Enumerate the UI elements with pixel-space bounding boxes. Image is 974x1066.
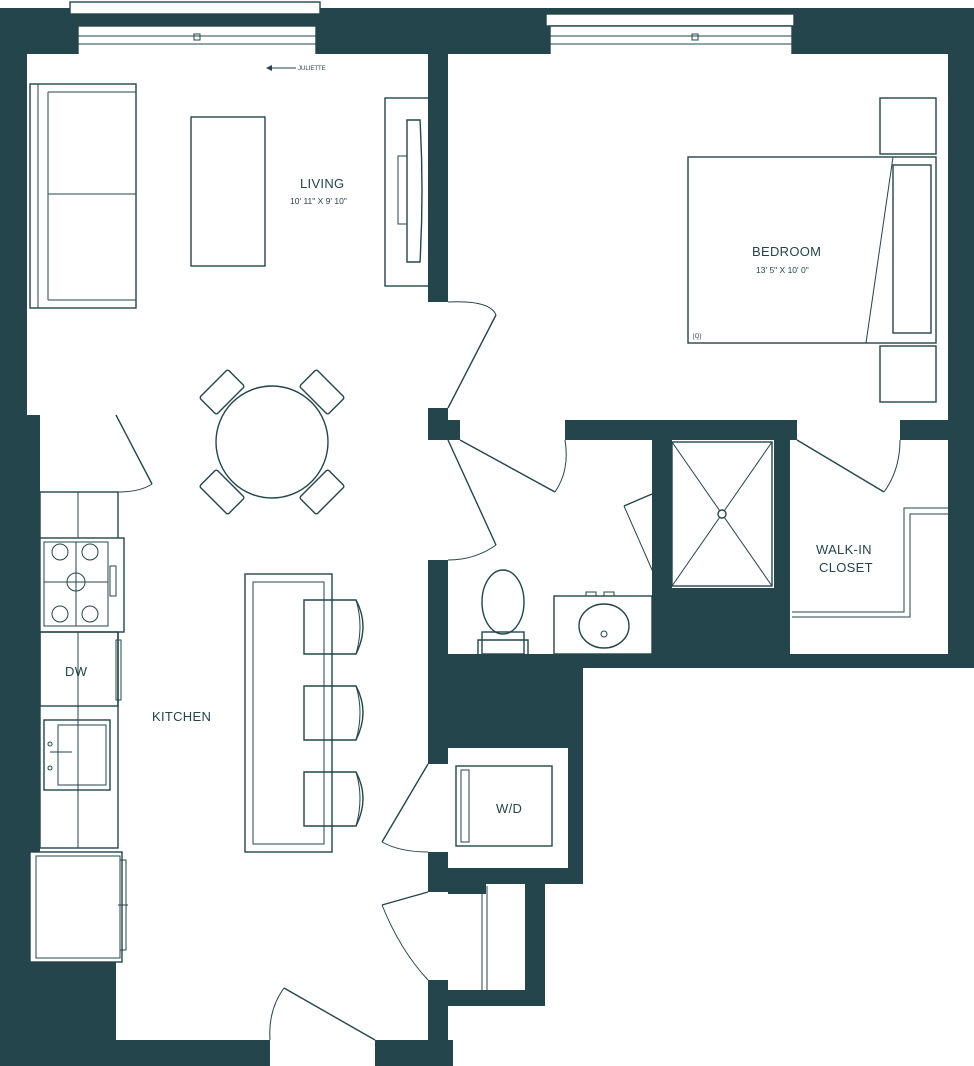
refrigerator: [29, 851, 128, 963]
closet-shelving: [792, 507, 948, 618]
bedroom-label: BEDROOM: [752, 244, 821, 259]
dishwasher: DW: [39, 631, 122, 707]
walk-in-closet-line1: WALK-IN: [816, 542, 872, 557]
coffee-table: [190, 116, 266, 267]
stove-icon: [39, 537, 125, 633]
toilet: [477, 569, 529, 655]
juliette-annotation: JULIETTE: [266, 65, 326, 72]
room-spaces: [27, 54, 948, 1040]
dining-set: [199, 369, 345, 515]
washer-dryer-label: W/D: [496, 801, 522, 816]
doors: [115, 301, 901, 1041]
kitchen-sink: [43, 719, 111, 791]
windows: [69, 1, 795, 57]
living-dimensions: 10' 11" X 9' 10": [290, 196, 347, 206]
coat-closet-rod: [481, 886, 488, 990]
living-label: LIVING: [300, 176, 344, 191]
shower: [671, 441, 773, 587]
kitchen-island: [244, 573, 333, 853]
nightstand-bottom: [879, 345, 937, 403]
kitchen-label: KITCHEN: [152, 709, 211, 724]
walk-in-closet-line2: CLOSET: [819, 560, 873, 575]
tv-console: [384, 97, 430, 287]
bedroom-dimensions: 13' 5" X 10' 0": [756, 265, 809, 275]
sofa: [29, 83, 137, 309]
juliette-label: JULIETTE: [298, 66, 326, 72]
walls: [0, 8, 974, 1066]
dishwasher-label: DW: [65, 664, 88, 679]
bar-stools: [303, 599, 364, 827]
bed: [Q]: [687, 156, 937, 344]
vanity: [553, 591, 653, 655]
bed-size-label: [Q]: [693, 334, 701, 340]
washer-dryer: W/D: [455, 765, 553, 847]
nightstand-top: [879, 97, 937, 155]
